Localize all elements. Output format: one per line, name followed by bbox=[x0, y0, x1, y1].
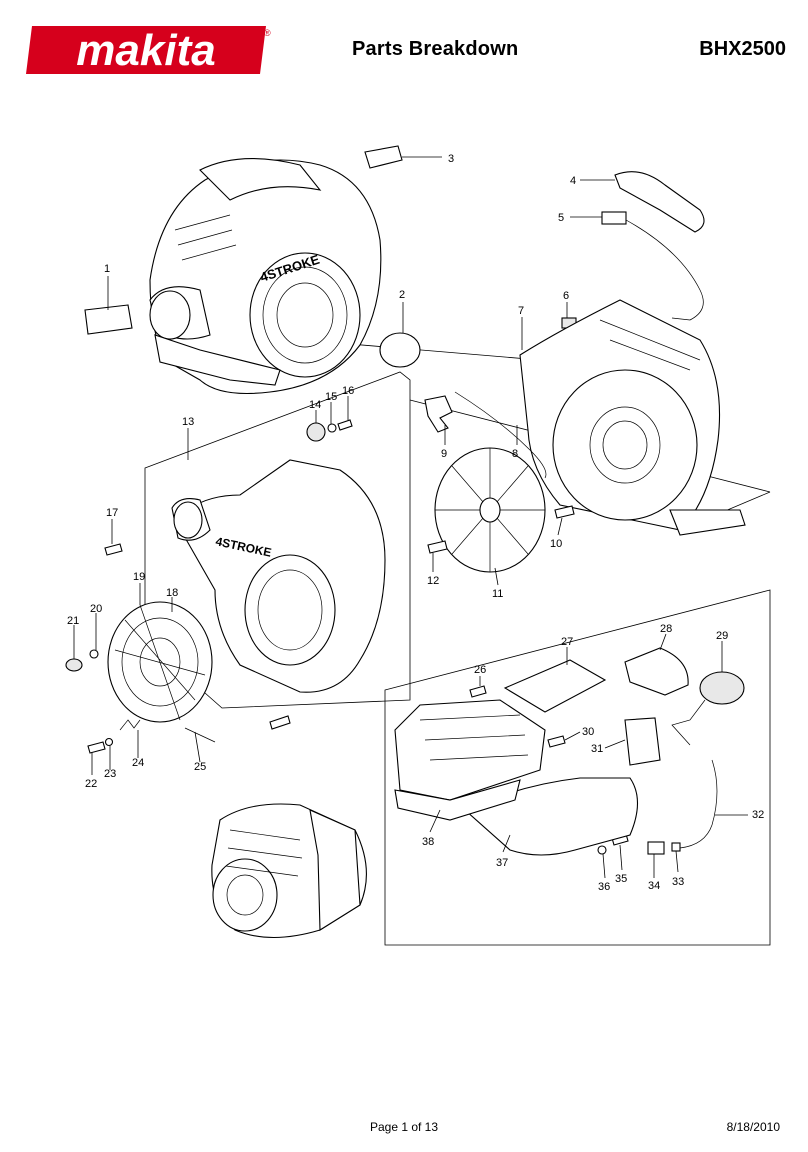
part-21-knob bbox=[65, 658, 83, 672]
callout-12: 12 bbox=[427, 575, 439, 587]
part-14-knob bbox=[306, 422, 326, 442]
callout-28: 28 bbox=[660, 623, 672, 635]
callout-21: 21 bbox=[67, 615, 79, 627]
part-13-blower-housing: 4STROKE bbox=[171, 459, 386, 693]
callout-2: 2 bbox=[399, 289, 405, 301]
part-34-fuel-filter bbox=[647, 841, 665, 855]
callout-15: 15 bbox=[325, 391, 337, 403]
part-25-rope bbox=[184, 727, 216, 743]
part-16-screw bbox=[337, 419, 353, 431]
callout-25: 25 bbox=[194, 761, 206, 773]
part-11-fan-impeller bbox=[434, 447, 546, 573]
part-30-screw bbox=[547, 735, 566, 748]
callout-20: 20 bbox=[90, 603, 102, 615]
part-36-washer bbox=[597, 845, 607, 855]
group-26-38-outline bbox=[384, 589, 771, 946]
callout-26: 26 bbox=[474, 664, 486, 676]
part-20-washer bbox=[89, 649, 99, 659]
page-title: Parts Breakdown bbox=[352, 38, 519, 60]
part-5-switch bbox=[601, 211, 704, 321]
engine-assembly bbox=[211, 803, 367, 939]
part-2-ring bbox=[379, 332, 421, 368]
document-date: 8/18/2010 bbox=[726, 1120, 780, 1134]
callout-14: 14 bbox=[309, 399, 321, 411]
callout-13: 13 bbox=[182, 416, 194, 428]
callout-1: 1 bbox=[104, 263, 110, 275]
part-3-label bbox=[364, 145, 403, 169]
callout-36: 36 bbox=[598, 881, 610, 893]
callout-32: 32 bbox=[752, 809, 764, 821]
main-blower-housing: 4STROKE bbox=[149, 158, 382, 395]
callout-37: 37 bbox=[496, 857, 508, 869]
callout-17: 17 bbox=[106, 507, 118, 519]
part-32-fuel-line bbox=[679, 759, 718, 849]
page-number: Page 1 of 13 bbox=[369, 1120, 439, 1134]
callout-4: 4 bbox=[570, 175, 576, 187]
callout-16: 16 bbox=[342, 385, 354, 397]
callout-33: 33 bbox=[672, 876, 684, 888]
makita-logo: makita ® bbox=[26, 26, 271, 75]
callout-11: 11 bbox=[492, 588, 503, 600]
part-1-label-plate bbox=[84, 304, 133, 335]
callout-35: 35 bbox=[615, 873, 627, 885]
part-24-spring bbox=[119, 719, 141, 731]
callout-27: 27 bbox=[561, 636, 573, 648]
part-4-handle-cover bbox=[614, 171, 705, 233]
callout-7: 7 bbox=[518, 305, 524, 317]
part-7-rear-housing bbox=[519, 299, 746, 536]
callout-leaders bbox=[73, 156, 748, 879]
callout-3: 3 bbox=[448, 153, 454, 165]
part-27-cover-plate bbox=[503, 659, 607, 713]
part-31-gasket bbox=[624, 717, 661, 766]
callout-29: 29 bbox=[716, 630, 728, 642]
part-8-throttle-cable bbox=[454, 391, 547, 479]
part-28-elbow bbox=[624, 647, 689, 696]
model-number: BHX2500 bbox=[699, 38, 786, 60]
part-9-throttle-lever bbox=[424, 395, 453, 433]
part-19-recoil-starter bbox=[107, 601, 213, 723]
screw-bottom bbox=[269, 715, 291, 730]
callout-19: 19 bbox=[133, 571, 145, 583]
part-15-washer bbox=[327, 423, 337, 433]
callout-24: 24 bbox=[132, 757, 144, 769]
callout-6: 6 bbox=[563, 290, 569, 302]
part-17-screw bbox=[104, 543, 123, 556]
callout-38: 38 bbox=[422, 836, 434, 848]
part-12-screw bbox=[427, 540, 448, 554]
callout-22: 22 bbox=[85, 778, 97, 790]
callout-numbers: 1 2 3 4 5 6 7 8 9 10 11 12 13 14 15 16 1… bbox=[67, 153, 764, 893]
part-22-screw bbox=[87, 741, 106, 754]
part-10-screw bbox=[554, 505, 575, 519]
callout-30: 30 bbox=[582, 726, 594, 738]
callout-8: 8 bbox=[512, 448, 518, 460]
part-38-engine-cover bbox=[394, 699, 546, 821]
callout-34: 34 bbox=[648, 880, 660, 892]
callout-10: 10 bbox=[550, 538, 562, 550]
registered-mark: ® bbox=[264, 28, 271, 38]
part-33-filter-joint bbox=[671, 842, 681, 852]
callout-18: 18 bbox=[166, 587, 178, 599]
callout-23: 23 bbox=[104, 768, 116, 780]
brand-wordmark: makita bbox=[76, 26, 215, 75]
part-26-screw bbox=[469, 685, 487, 698]
callout-9: 9 bbox=[441, 448, 447, 460]
callout-31: 31 bbox=[591, 743, 603, 755]
callout-5: 5 bbox=[558, 212, 564, 224]
part-23-washer bbox=[104, 737, 114, 747]
